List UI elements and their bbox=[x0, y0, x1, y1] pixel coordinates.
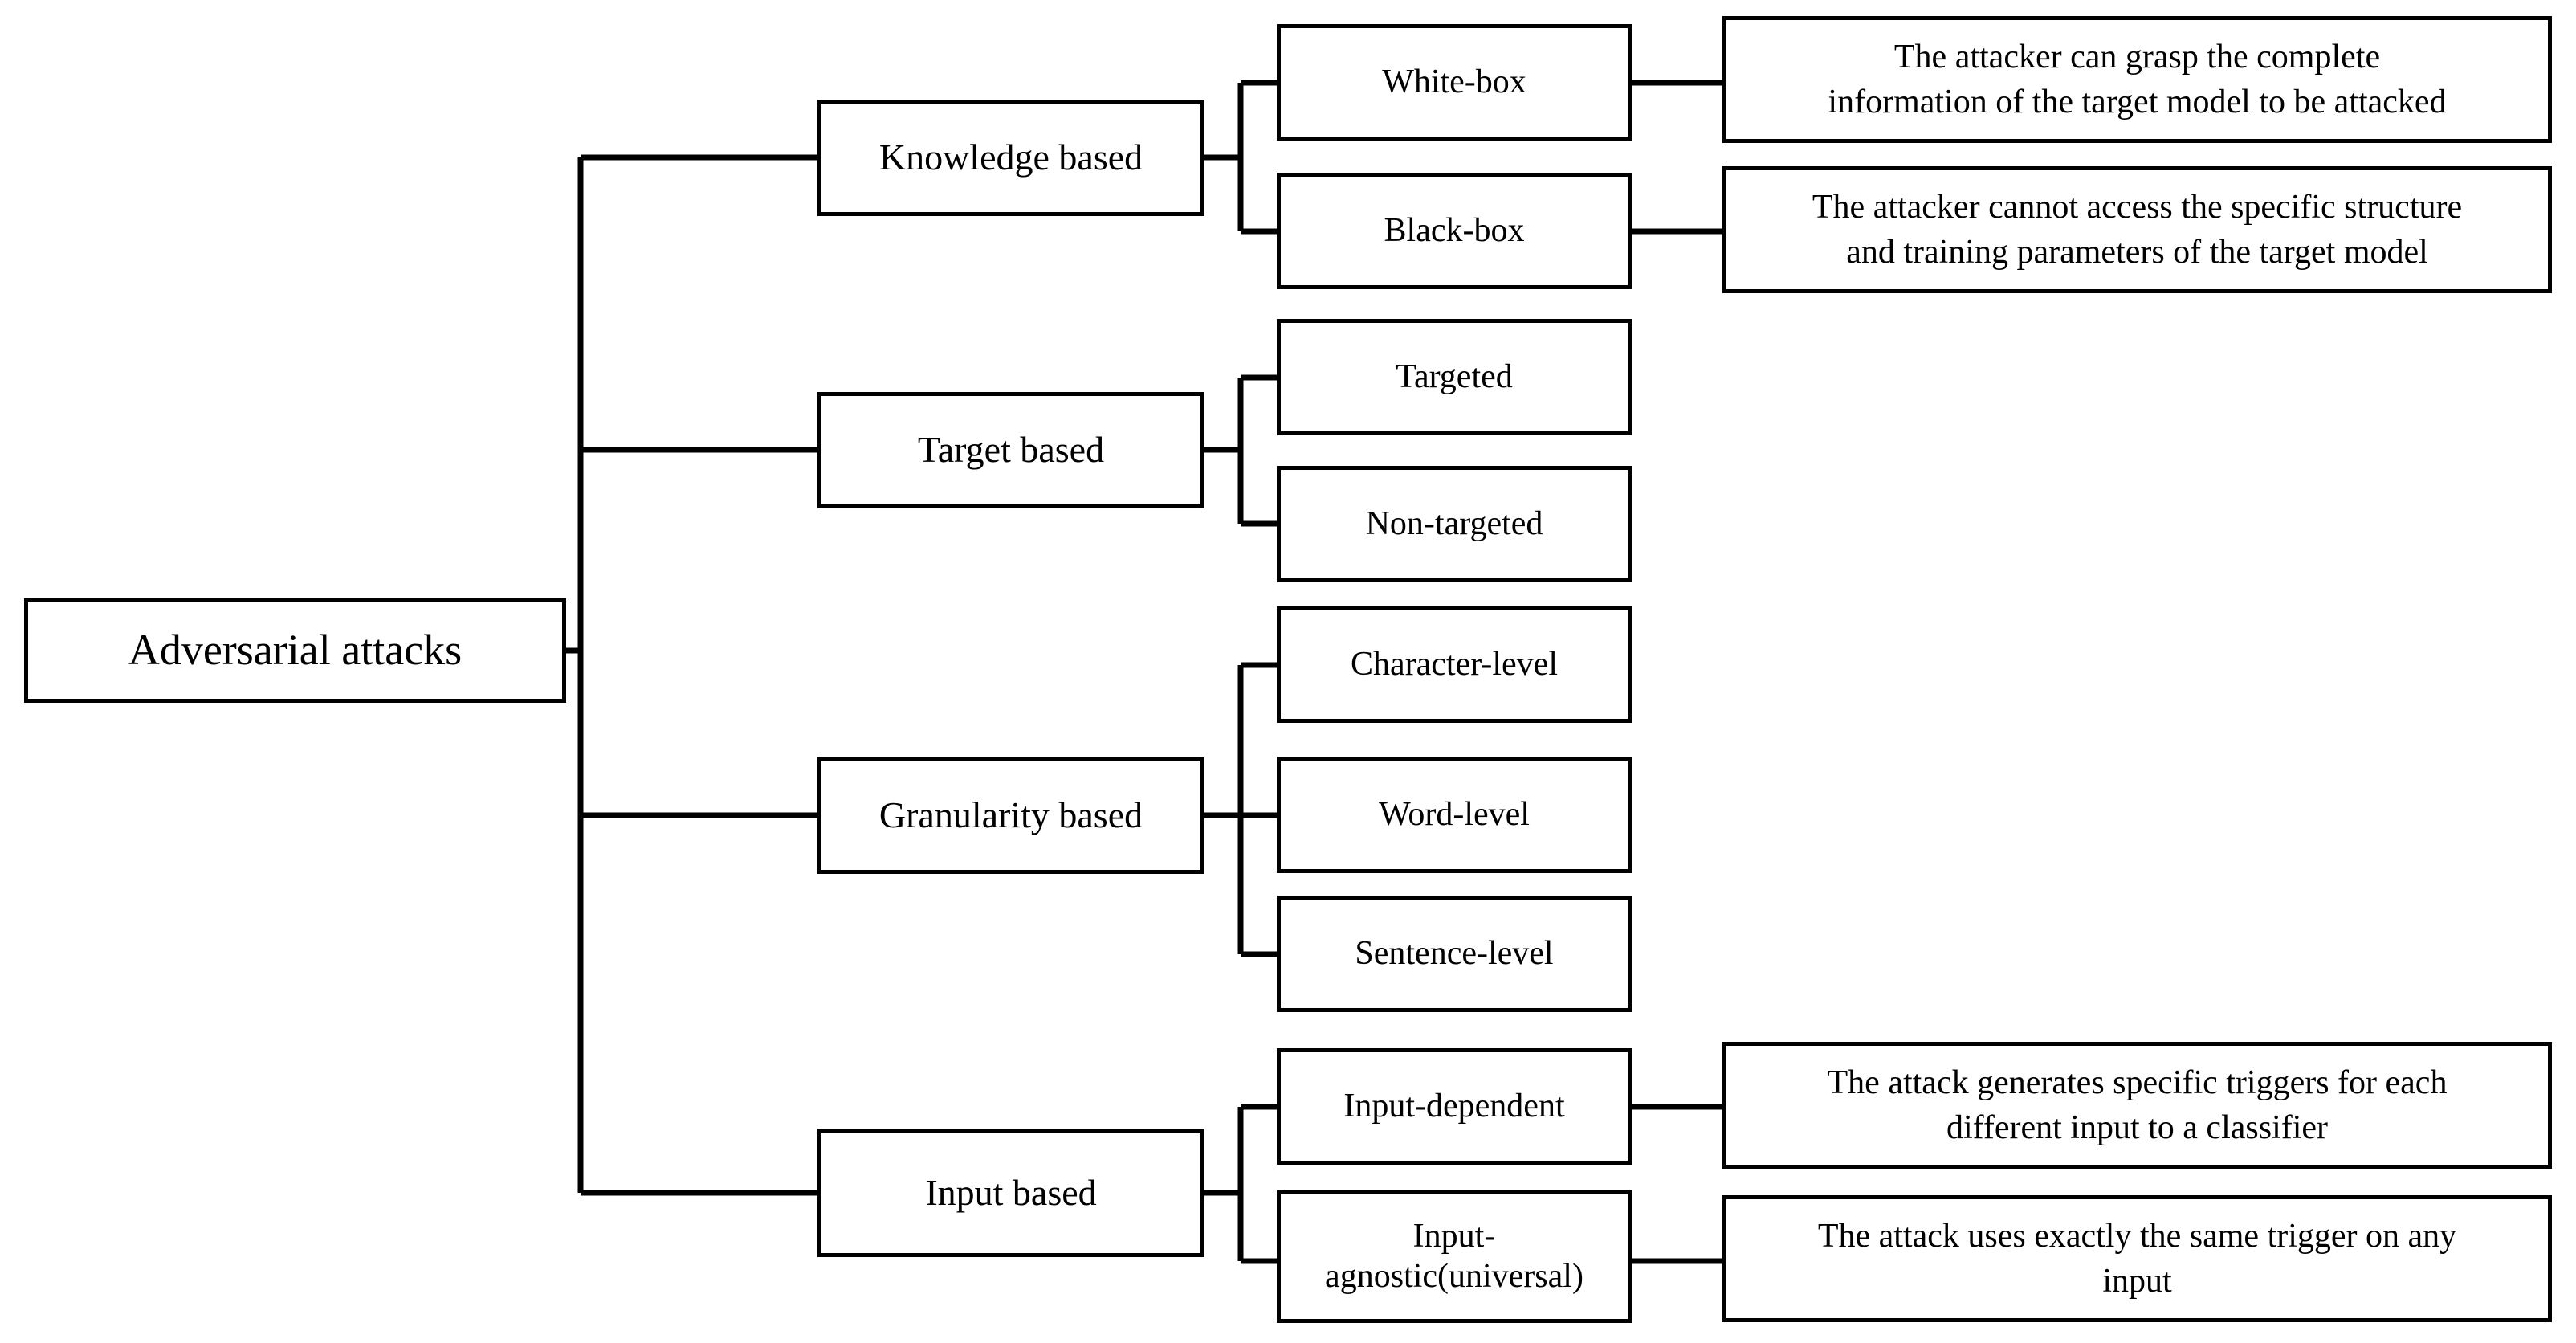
node-root-adversarial-attacks[interactable]: Adversarial attacks bbox=[24, 598, 566, 703]
node-category-granularity-based-label: Granularity based bbox=[878, 794, 1143, 836]
node-type-non-targeted-label: Non-targeted bbox=[1365, 504, 1543, 542]
node-category-target-based[interactable]: Target based bbox=[817, 392, 1204, 508]
node-category-granularity-based[interactable]: Granularity based bbox=[817, 757, 1204, 874]
node-type-input-agnostic[interactable]: Input- agnostic(universal) bbox=[1277, 1190, 1632, 1323]
node-type-input-dependent-label: Input-dependent bbox=[1343, 1087, 1565, 1125]
node-type-white-box-label: White-box bbox=[1382, 63, 1526, 100]
node-root-label: Adversarial attacks bbox=[128, 626, 463, 675]
node-description-black-box: The attacker cannot access the specific … bbox=[1722, 166, 2552, 293]
node-category-input-based[interactable]: Input based bbox=[817, 1129, 1204, 1257]
node-description-input-dependent: The attack generates specific triggers f… bbox=[1722, 1042, 2552, 1169]
node-category-input-based-label: Input based bbox=[925, 1171, 1097, 1213]
node-category-knowledge-based[interactable]: Knowledge based bbox=[817, 100, 1204, 216]
node-description-input-dependent-text: The attack generates specific triggers f… bbox=[1827, 1063, 2448, 1146]
node-type-targeted-label: Targeted bbox=[1396, 357, 1513, 395]
node-type-word-level-label: Word-level bbox=[1379, 795, 1530, 833]
node-type-word-level[interactable]: Word-level bbox=[1277, 757, 1632, 873]
node-description-black-box-text: The attacker cannot access the specific … bbox=[1812, 188, 2463, 271]
node-type-sentence-level[interactable]: Sentence-level bbox=[1277, 896, 1632, 1012]
node-type-black-box[interactable]: Black-box bbox=[1277, 173, 1632, 289]
node-description-white-box-text: The attacker can grasp the complete info… bbox=[1828, 38, 2447, 120]
node-type-character-level-label: Character-level bbox=[1351, 645, 1558, 683]
node-description-input-agnostic-text: The attack uses exactly the same trigger… bbox=[1817, 1217, 2457, 1300]
node-type-white-box[interactable]: White-box bbox=[1277, 24, 1632, 141]
node-description-white-box: The attacker can grasp the complete info… bbox=[1722, 16, 2552, 143]
node-type-character-level[interactable]: Character-level bbox=[1277, 606, 1632, 723]
node-type-non-targeted[interactable]: Non-targeted bbox=[1277, 466, 1632, 582]
node-description-input-agnostic: The attack uses exactly the same trigger… bbox=[1722, 1195, 2552, 1322]
node-type-sentence-level-label: Sentence-level bbox=[1355, 934, 1554, 972]
node-type-input-dependent[interactable]: Input-dependent bbox=[1277, 1048, 1632, 1165]
node-type-black-box-label: Black-box bbox=[1384, 211, 1525, 249]
node-category-knowledge-based-label: Knowledge based bbox=[878, 137, 1143, 178]
node-type-input-agnostic-label: Input- agnostic(universal) bbox=[1325, 1217, 1584, 1295]
node-type-targeted[interactable]: Targeted bbox=[1277, 319, 1632, 435]
node-category-target-based-label: Target based bbox=[917, 429, 1105, 471]
